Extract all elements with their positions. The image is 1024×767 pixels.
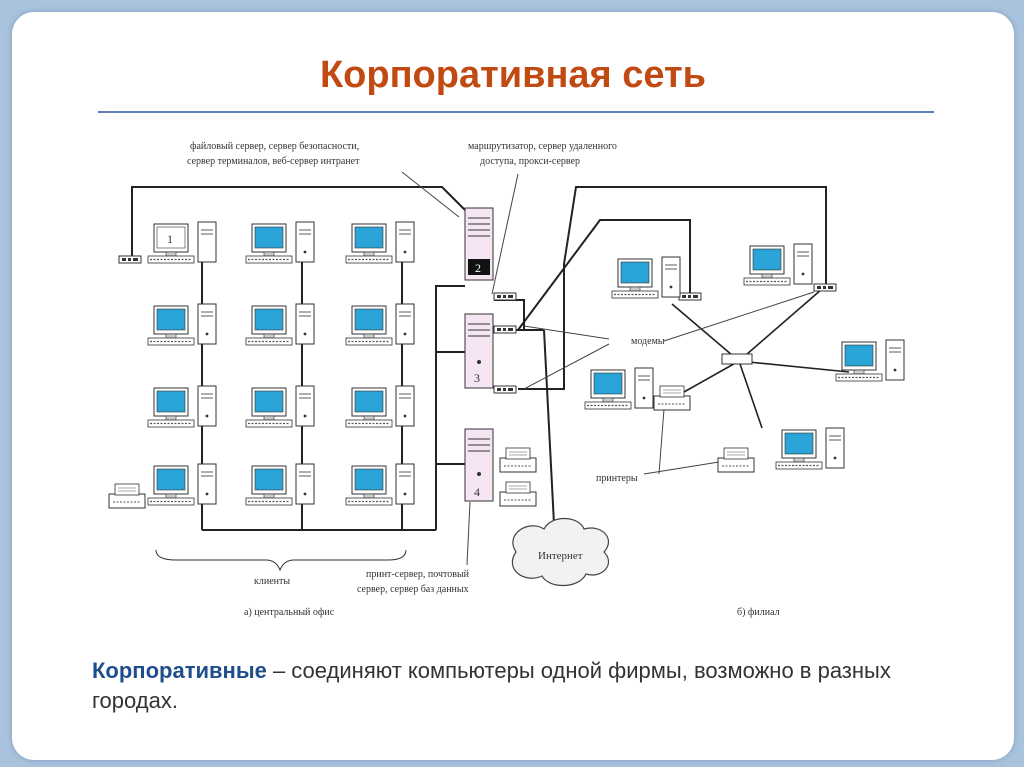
workstation <box>345 385 415 428</box>
server-4-number: 4 <box>474 485 480 499</box>
workstation <box>743 243 813 286</box>
printer <box>499 447 537 473</box>
server-4: 4 <box>464 428 494 502</box>
workstation <box>584 367 654 410</box>
clients-brace <box>155 549 407 572</box>
server-2-number: 2 <box>475 261 481 275</box>
print-server-label-line-1: принт-сервер, почтовый <box>366 569 470 580</box>
clients-label: клиенты <box>254 576 290 587</box>
workstation <box>611 256 681 299</box>
hub <box>721 353 753 365</box>
printer <box>499 481 537 507</box>
branch-caption: б) филиал <box>737 607 780 618</box>
workstation <box>345 221 415 264</box>
printers-label: принтеры <box>596 473 638 484</box>
workstation <box>147 303 217 346</box>
router-label-line-1: маршрутизатор, сервер удаленного <box>468 141 617 152</box>
caption-term: Корпоративные <box>92 658 267 683</box>
workstation <box>245 303 315 346</box>
client-workstations: 1 <box>147 221 415 506</box>
slide: Корпоративная сеть <box>12 12 1014 760</box>
callout-lines <box>401 171 815 566</box>
client-1-number: 1 <box>167 232 173 246</box>
printer <box>108 483 146 509</box>
internet-cloud: Интернет <box>511 517 610 587</box>
slide-caption: Корпоративные – соединяют компьютеры одн… <box>92 656 952 716</box>
modems-label: модемы <box>631 336 665 347</box>
workstation <box>345 303 415 346</box>
workstation <box>245 463 315 506</box>
servers-label-line-1: файловый сервер, сервер безопасности, <box>190 141 359 152</box>
branch-wiring <box>671 288 850 429</box>
printer <box>717 447 755 473</box>
servers-label-line-2: сервер терминалов, веб-сервер интранет <box>187 156 360 167</box>
print-server-label-line-2: сервер, сервер баз данных <box>357 584 469 595</box>
central-office-caption: а) центральный офис <box>244 607 335 618</box>
title-divider <box>98 111 934 113</box>
caption-definition: – соединяют компьютеры одной фирмы, возм… <box>92 658 891 713</box>
workstation <box>147 463 217 506</box>
workstation <box>245 385 315 428</box>
router-label-line-2: доступа, прокси-сервер <box>480 156 580 167</box>
workstation <box>147 385 217 428</box>
slide-frame: Корпоративная сеть <box>4 4 1020 763</box>
internet-label: Интернет <box>538 550 583 562</box>
network-diagram: 2 3 4 <box>108 141 905 618</box>
workstation: 1 <box>147 221 217 264</box>
server-2: 2 <box>464 207 494 281</box>
workstation <box>345 463 415 506</box>
server-3: 3 <box>464 313 494 389</box>
slide-title: Корпоративная сеть <box>319 54 706 96</box>
workstation <box>835 339 905 382</box>
server-3-number: 3 <box>474 371 480 385</box>
diagram-labels: файловый сервер, сервер безопасности, се… <box>187 141 780 618</box>
printer <box>653 385 691 411</box>
workstation <box>245 221 315 264</box>
workstation <box>775 427 845 470</box>
